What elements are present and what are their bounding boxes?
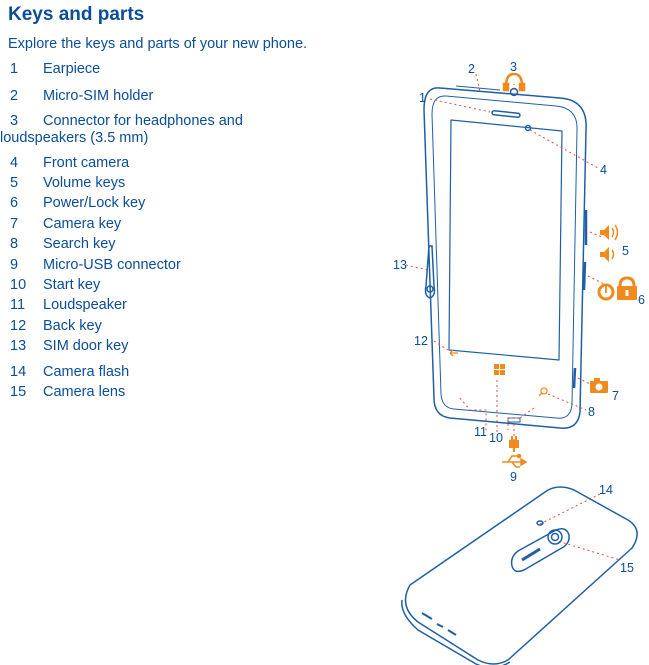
accent-icons [502,72,637,468]
callout-13: 13 [393,258,407,272]
intro-text: Explore the keys and parts of your new p… [8,36,308,52]
sim-door-key-tool [424,245,436,299]
power-icon [597,283,615,301]
phone-front [423,85,588,429]
callout-1: 1 [419,91,426,105]
callout-15: 15 [620,561,634,575]
camera-icon [590,378,608,393]
phone-back [401,486,638,665]
back-key-icon [449,349,458,357]
callout-7: 7 [612,389,619,403]
callout-6: 6 [638,293,645,307]
page-title: Keys and parts [8,4,145,25]
callout-10: 10 [489,431,503,445]
search-key-icon [538,387,548,397]
callout-8: 8 [588,405,595,419]
callout-3: 3 [510,60,517,74]
windows-logo-icon [494,364,505,375]
phone-key-icons [449,349,548,397]
callout-9: 9 [510,470,517,484]
headphones-icon [502,72,526,92]
callout-5: 5 [622,244,629,258]
callout-2: 2 [468,62,475,76]
lock-icon [617,276,637,300]
callout-14: 14 [599,483,613,497]
callout-4: 4 [600,163,607,177]
plug-icon [509,436,519,452]
usb-icon [502,453,528,468]
callout-numbers: 1 2 3 4 5 6 7 8 9 10 11 12 13 14 15 [393,60,645,575]
volume-down-icon [600,247,615,262]
callout-11: 11 [474,425,487,439]
volume-up-icon [600,224,619,241]
callout-12: 12 [414,334,428,348]
